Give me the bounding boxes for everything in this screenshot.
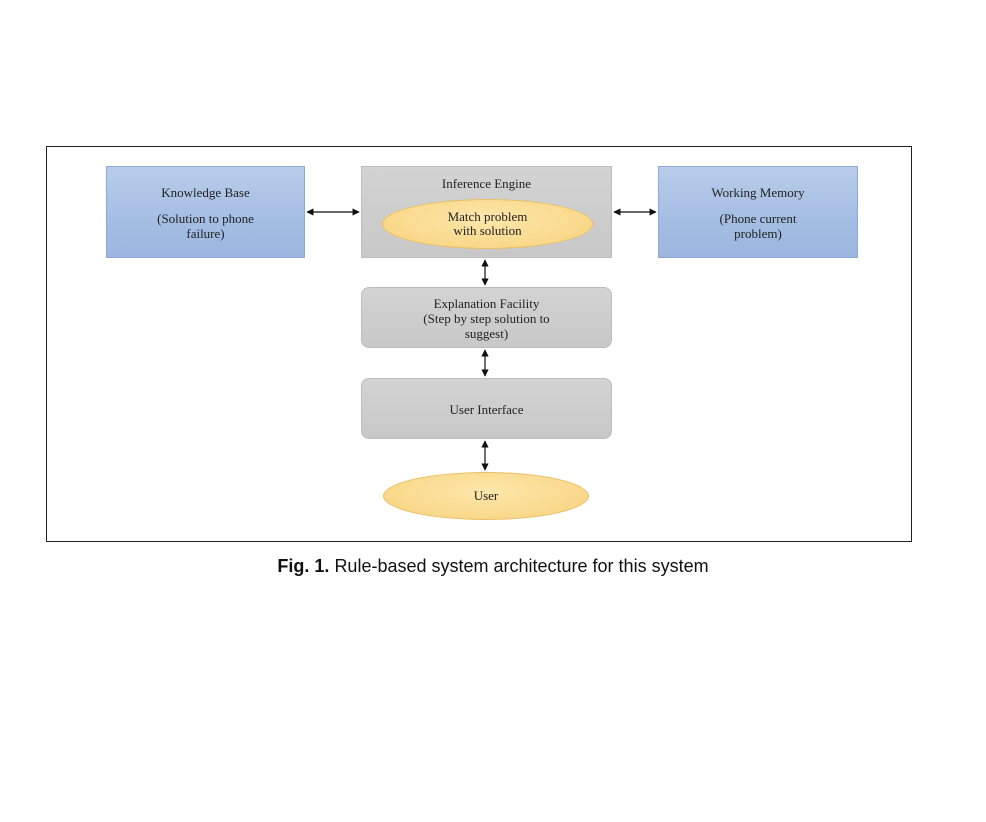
figure-caption: Fig. 1. Rule-based system architecture f… — [0, 556, 986, 577]
figure-caption-label: Fig. 1. — [277, 556, 330, 576]
user-title: User — [473, 488, 499, 503]
working-memory-box: Working Memory (Phone current problem) — [658, 166, 858, 258]
explanation-facility-title: Explanation Facility — [433, 296, 540, 311]
diagram-frame — [46, 146, 912, 542]
knowledge-base-desc-line2: failure) — [186, 226, 225, 241]
knowledge-base-box: Knowledge Base (Solution to phone failur… — [106, 166, 305, 258]
figure-caption-text: Rule-based system architecture for this … — [334, 556, 709, 576]
knowledge-base-title: Knowledge Base — [161, 185, 250, 200]
match-problem-line2: with solution — [453, 223, 522, 238]
explanation-facility-desc-line2: suggest) — [464, 326, 509, 341]
match-problem-line1: Match problem — [447, 209, 528, 224]
working-memory-title: Working Memory — [711, 185, 805, 200]
working-memory-desc-line1: (Phone current — [719, 211, 797, 226]
working-memory-desc-line2: problem) — [734, 226, 782, 241]
explanation-facility-box: Explanation Facility (Step by step solut… — [361, 287, 612, 348]
user-ellipse: User — [383, 472, 589, 520]
inference-engine-title: Inference Engine — [441, 176, 532, 191]
explanation-facility-desc-line1: (Step by step solution to — [423, 311, 550, 326]
match-problem-ellipse: Match problem with solution — [382, 199, 593, 249]
user-interface-box: User Interface — [361, 378, 612, 439]
user-interface-title: User Interface — [449, 402, 524, 417]
knowledge-base-desc-line1: (Solution to phone — [157, 211, 254, 226]
